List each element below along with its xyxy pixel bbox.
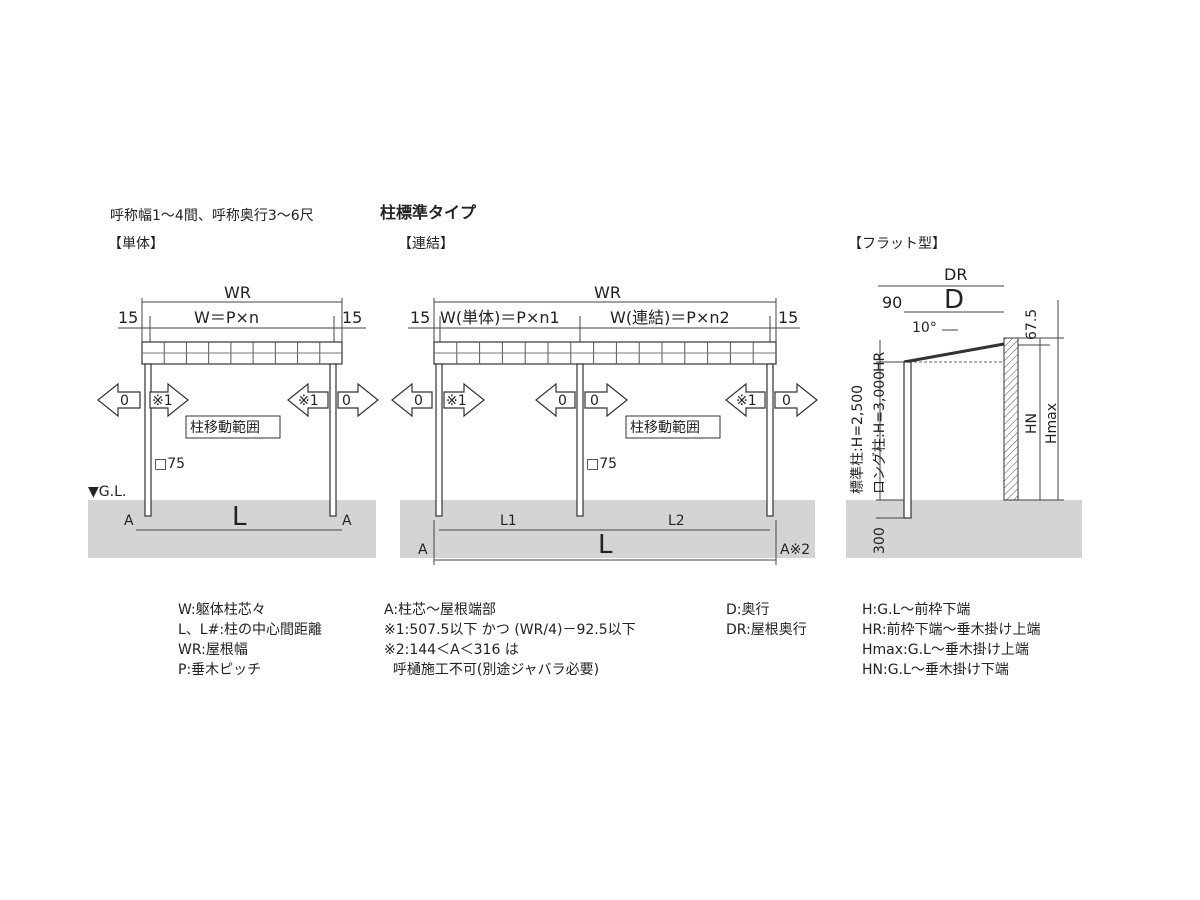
legend-item: H:G.L～前枠下端 bbox=[862, 602, 971, 618]
label-wr-linked: WR bbox=[594, 283, 621, 302]
post-right-linked bbox=[766, 363, 774, 517]
legend-item: HN:G.L～垂木掛け下端 bbox=[862, 662, 1009, 678]
post-left-single bbox=[144, 363, 152, 517]
arrow-label-1-linked: 0 bbox=[414, 393, 423, 409]
legend-col4: H:G.L～前枠下端 HR:前枠下端～垂木掛け上端 Hmax:G.L～垂木掛け上… bbox=[862, 600, 1041, 680]
legend-item: HR:前枠下端～垂木掛け上端 bbox=[862, 622, 1041, 638]
arrow-1-linked bbox=[391, 382, 433, 418]
legend-col2: A:柱芯～屋根端部 ※1:507.5以下 かつ (WR/4)－92.5以下 ※2… bbox=[384, 600, 636, 680]
heading-type: 柱標準タイプ bbox=[380, 203, 477, 222]
a-right-single: A bbox=[342, 513, 352, 529]
a-left-single: A bbox=[124, 513, 134, 529]
arrow-label-left-single: 0 bbox=[120, 393, 129, 409]
legend-item: Hmax:G.L～垂木掛け上端 bbox=[862, 642, 1029, 658]
arrow-label-3-linked: 0 bbox=[558, 393, 567, 409]
legend-item: DR:屋根奥行 bbox=[726, 622, 807, 638]
label-std-post: 標準柱:H=2,500 bbox=[850, 385, 866, 494]
label-d: D bbox=[944, 285, 964, 315]
label-depth-300: 300 bbox=[872, 527, 888, 554]
move-range-linked: 柱移動範囲 bbox=[630, 419, 700, 436]
offset-right-single: 15 bbox=[342, 308, 362, 327]
legend-item: P:垂木ピッチ bbox=[178, 662, 262, 678]
legend-item: ※2:144＜A＜316 は bbox=[384, 642, 519, 658]
move-range-box-single bbox=[185, 415, 281, 439]
label-wr-single: WR bbox=[224, 283, 251, 302]
single-diagram: WR W＝P×n 15 15 0 ※1 ※1 0 柱移動範囲 □75 ▼G.L.… bbox=[88, 283, 379, 558]
arrow-label-right-single: 0 bbox=[342, 393, 351, 409]
wall-flat bbox=[1003, 337, 1019, 501]
legend-item: A:柱芯～屋根端部 bbox=[384, 602, 497, 618]
label-w-single: W＝P×n bbox=[194, 308, 259, 327]
arrow-right-out-single bbox=[337, 382, 379, 418]
post-left-linked bbox=[435, 363, 443, 517]
post-size-single: □75 bbox=[154, 456, 185, 472]
arrow-label-4-linked: 0 bbox=[590, 393, 599, 409]
label-hn: HN bbox=[1024, 413, 1040, 434]
label-hmax: Hmax bbox=[1044, 403, 1060, 444]
offset-left-single: 15 bbox=[118, 308, 138, 327]
arrow-4-linked bbox=[584, 382, 628, 418]
section-single-title: 【単体】 bbox=[108, 236, 164, 252]
legend-item: ※1:507.5以下 かつ (WR/4)－92.5以下 bbox=[384, 622, 636, 638]
ground-single bbox=[88, 500, 376, 558]
legend-col3: D:奥行 DR:屋根奥行 bbox=[726, 600, 807, 640]
legend-col1: W:躯体柱芯々 L、L#:柱の中心間距離 WR:屋根幅 P:垂木ピッチ bbox=[178, 600, 322, 680]
heading-range: 呼称幅1～4間、呼称奥行3～6尺 bbox=[110, 207, 314, 224]
legend-item: 呼樋施工不可(別途ジャバラ必要) bbox=[384, 662, 600, 678]
post-middle-linked bbox=[576, 363, 584, 517]
label-w-single-linked: W(単体)＝P×n1 bbox=[440, 308, 560, 327]
move-range-box-linked bbox=[625, 415, 721, 439]
legend-item: D:奥行 bbox=[726, 602, 770, 618]
arrow-6-linked bbox=[774, 382, 818, 418]
arrow-left-in-single bbox=[149, 382, 189, 418]
roof-flat bbox=[903, 342, 1005, 364]
label-long-post: ロング柱:H=3,000 bbox=[872, 371, 888, 494]
offset-right-linked: 15 bbox=[778, 308, 798, 327]
arrow-2-linked bbox=[443, 382, 485, 418]
a-left-linked: A bbox=[418, 542, 428, 558]
label-top-67-5: 67.5 bbox=[1024, 309, 1040, 340]
section-flat-title: 【フラット型】 bbox=[848, 236, 946, 252]
label-w-linked: W(連結)＝P×n2 bbox=[610, 308, 730, 327]
arrow-3-linked bbox=[535, 382, 576, 418]
arrow-label-5-linked: ※1 bbox=[736, 393, 757, 409]
arrow-label-2-linked: ※1 bbox=[446, 393, 467, 409]
flat-diagram: DR D 90 10° 67.5 HN Hmax HR 標準柱:H=2,500 … bbox=[846, 265, 1082, 558]
legend-item: W:躯体柱芯々 bbox=[178, 602, 266, 618]
move-range-single: 柱移動範囲 bbox=[190, 419, 260, 436]
ground-linked bbox=[400, 500, 815, 558]
ground-flat bbox=[846, 500, 1082, 558]
label-hr: HR bbox=[872, 351, 888, 372]
post-size-linked: □75 bbox=[586, 456, 617, 472]
length-linked: L bbox=[598, 530, 613, 560]
legend-item: L、L#:柱の中心間距離 bbox=[178, 622, 323, 638]
legend-item: WR:屋根幅 bbox=[178, 642, 248, 658]
offset-left-linked: 15 bbox=[410, 308, 430, 327]
a-right-linked: A※2 bbox=[780, 542, 810, 558]
arrow-right-in-single bbox=[287, 382, 329, 418]
label-dr: DR bbox=[944, 265, 967, 284]
arrow-label-6-linked: 0 bbox=[782, 393, 791, 409]
section-linked-title: 【連結】 bbox=[398, 236, 454, 252]
l2-linked: L2 bbox=[668, 513, 685, 529]
arrow-label-inner-left-single: ※1 bbox=[152, 393, 173, 409]
post-flat bbox=[903, 361, 912, 519]
label-angle: 10° bbox=[912, 320, 937, 336]
post-right-single bbox=[329, 363, 337, 517]
arrow-left-out-single bbox=[97, 382, 141, 418]
length-single: L bbox=[232, 502, 247, 532]
linked-diagram: WR W(単体)＝P×n1 W(連結)＝P×n2 15 15 0 ※1 0 0 … bbox=[391, 283, 818, 565]
gl-label: ▼G.L. bbox=[88, 484, 126, 500]
arrow-5-linked bbox=[725, 382, 766, 418]
label-offset-90: 90 bbox=[882, 293, 902, 312]
l1-linked: L1 bbox=[500, 513, 517, 529]
arrow-label-inner-right-single: ※1 bbox=[298, 393, 319, 409]
